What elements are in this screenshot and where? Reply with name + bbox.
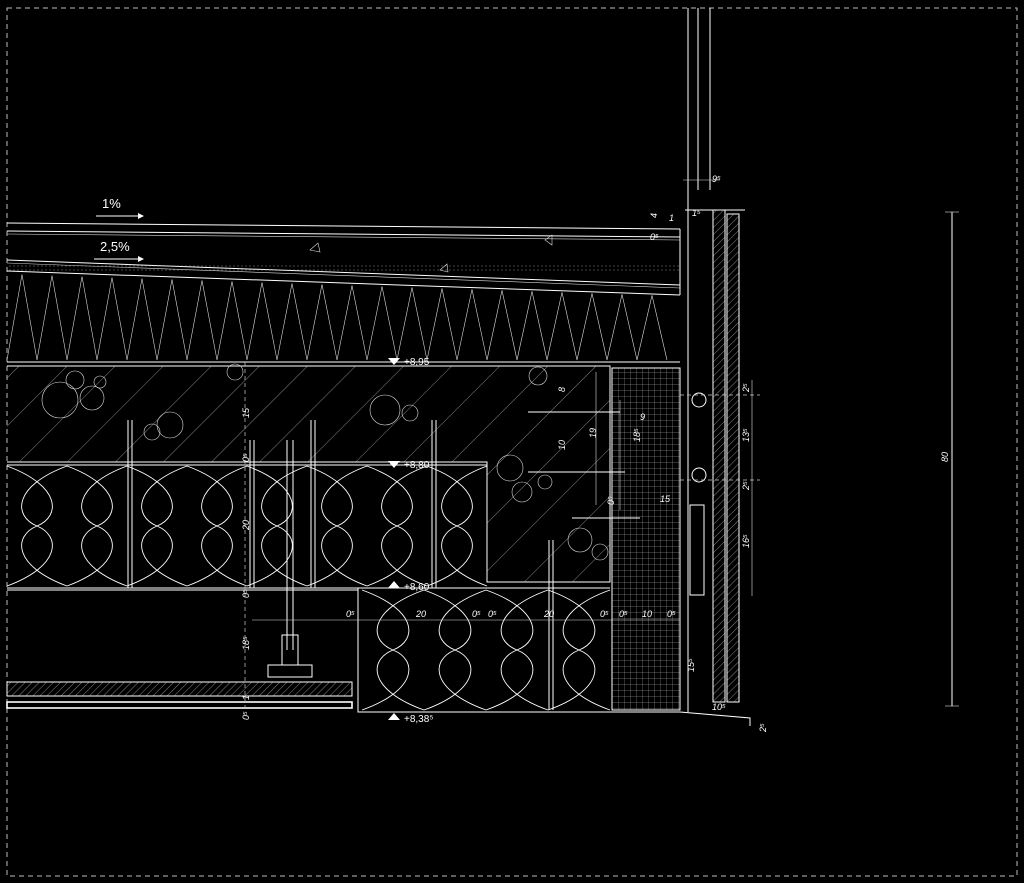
level-label: +8,95 (404, 357, 430, 368)
roof-layers (6, 222, 681, 296)
svg-text:15: 15 (660, 494, 671, 504)
concrete-slab (7, 363, 611, 583)
wool-loop (366, 465, 428, 587)
svg-text:0⁵: 0⁵ (606, 496, 616, 505)
dimension-lines (244, 179, 959, 712)
svg-text:0⁵: 0⁵ (241, 453, 251, 462)
svg-text:1⁵: 1⁵ (692, 208, 701, 218)
svg-text:0⁵: 0⁵ (241, 711, 251, 720)
wool-loop (66, 465, 128, 587)
svg-text:20: 20 (415, 609, 426, 619)
level-marker-860: +8,60 (388, 581, 430, 593)
wool-loop (423, 589, 487, 711)
level-marker-880: +8,80 (388, 460, 430, 471)
dimension-texts: 15 0⁵ 20 0⁵ 18⁵ 1 0⁵ 0⁵ 20 0⁵ 0⁵ 20 0⁵ 0… (241, 174, 950, 733)
svg-text:9⁵: 9⁵ (712, 174, 721, 184)
wool-loop (126, 465, 188, 587)
wool-loop (547, 589, 611, 711)
svg-text:0⁵: 0⁵ (619, 609, 628, 619)
svg-text:0⁵: 0⁵ (600, 609, 609, 619)
facade (679, 8, 760, 726)
svg-text:20: 20 (543, 609, 554, 619)
anchors (127, 420, 554, 710)
svg-text:16⁵: 16⁵ (741, 534, 751, 548)
svg-text:2⁵: 2⁵ (758, 723, 768, 733)
svg-text:18⁵: 18⁵ (632, 428, 642, 442)
slope-top-label: 1% (102, 196, 121, 211)
rigid-insulation (6, 274, 680, 363)
svg-text:0⁵: 0⁵ (241, 589, 251, 598)
masonry-block (611, 367, 681, 711)
slope-mid-arrow: 2,5% (94, 239, 144, 262)
svg-text:2⁵: 2⁵ (741, 383, 751, 393)
wool-loop (361, 589, 425, 711)
svg-text:20: 20 (241, 520, 251, 531)
level-label: +8,80 (404, 460, 430, 471)
svg-text:0⁵: 0⁵ (346, 609, 355, 619)
slope-mid-label: 2,5% (100, 239, 130, 254)
svg-text:13⁵: 13⁵ (741, 428, 751, 442)
svg-text:15: 15 (241, 407, 251, 418)
level-label: +8,38⁵ (404, 714, 433, 725)
svg-text:4: 4 (649, 213, 659, 218)
svg-text:0⁵: 0⁵ (667, 609, 676, 619)
mineral-wool-lower (361, 589, 611, 711)
level-marker-838: +8,38⁵ (388, 713, 433, 725)
total-height-label: 80 (940, 452, 950, 462)
wool-loop (485, 589, 549, 711)
wool-loop (246, 465, 308, 587)
wool-loop (306, 465, 368, 587)
svg-text:0⁵: 0⁵ (472, 609, 481, 619)
svg-text:1: 1 (241, 695, 251, 700)
wool-loop (6, 465, 68, 587)
svg-text:10: 10 (557, 440, 567, 450)
wool-loop (426, 465, 488, 587)
mineral-wool-upper (6, 465, 488, 587)
svg-text:0⁵: 0⁵ (488, 609, 497, 619)
level-marker-895: +8,95 (388, 357, 430, 368)
svg-text:8: 8 (557, 387, 567, 392)
slope-top-arrow: 1% (96, 196, 144, 219)
svg-text:0⁵: 0⁵ (650, 232, 659, 242)
svg-text:18⁵: 18⁵ (241, 636, 251, 650)
ceiling-hanger (6, 440, 353, 709)
beam-bolts (528, 411, 640, 519)
svg-text:19: 19 (588, 428, 598, 438)
wool-loop (186, 465, 248, 587)
svg-text:15⁵: 15⁵ (686, 658, 696, 672)
svg-text:9: 9 (640, 412, 645, 422)
level-label: +8,60 (404, 582, 430, 593)
svg-text:2⁵: 2⁵ (741, 481, 751, 491)
svg-text:1: 1 (669, 213, 674, 223)
svg-text:10: 10 (642, 609, 652, 619)
svg-text:10⁵: 10⁵ (712, 702, 726, 712)
